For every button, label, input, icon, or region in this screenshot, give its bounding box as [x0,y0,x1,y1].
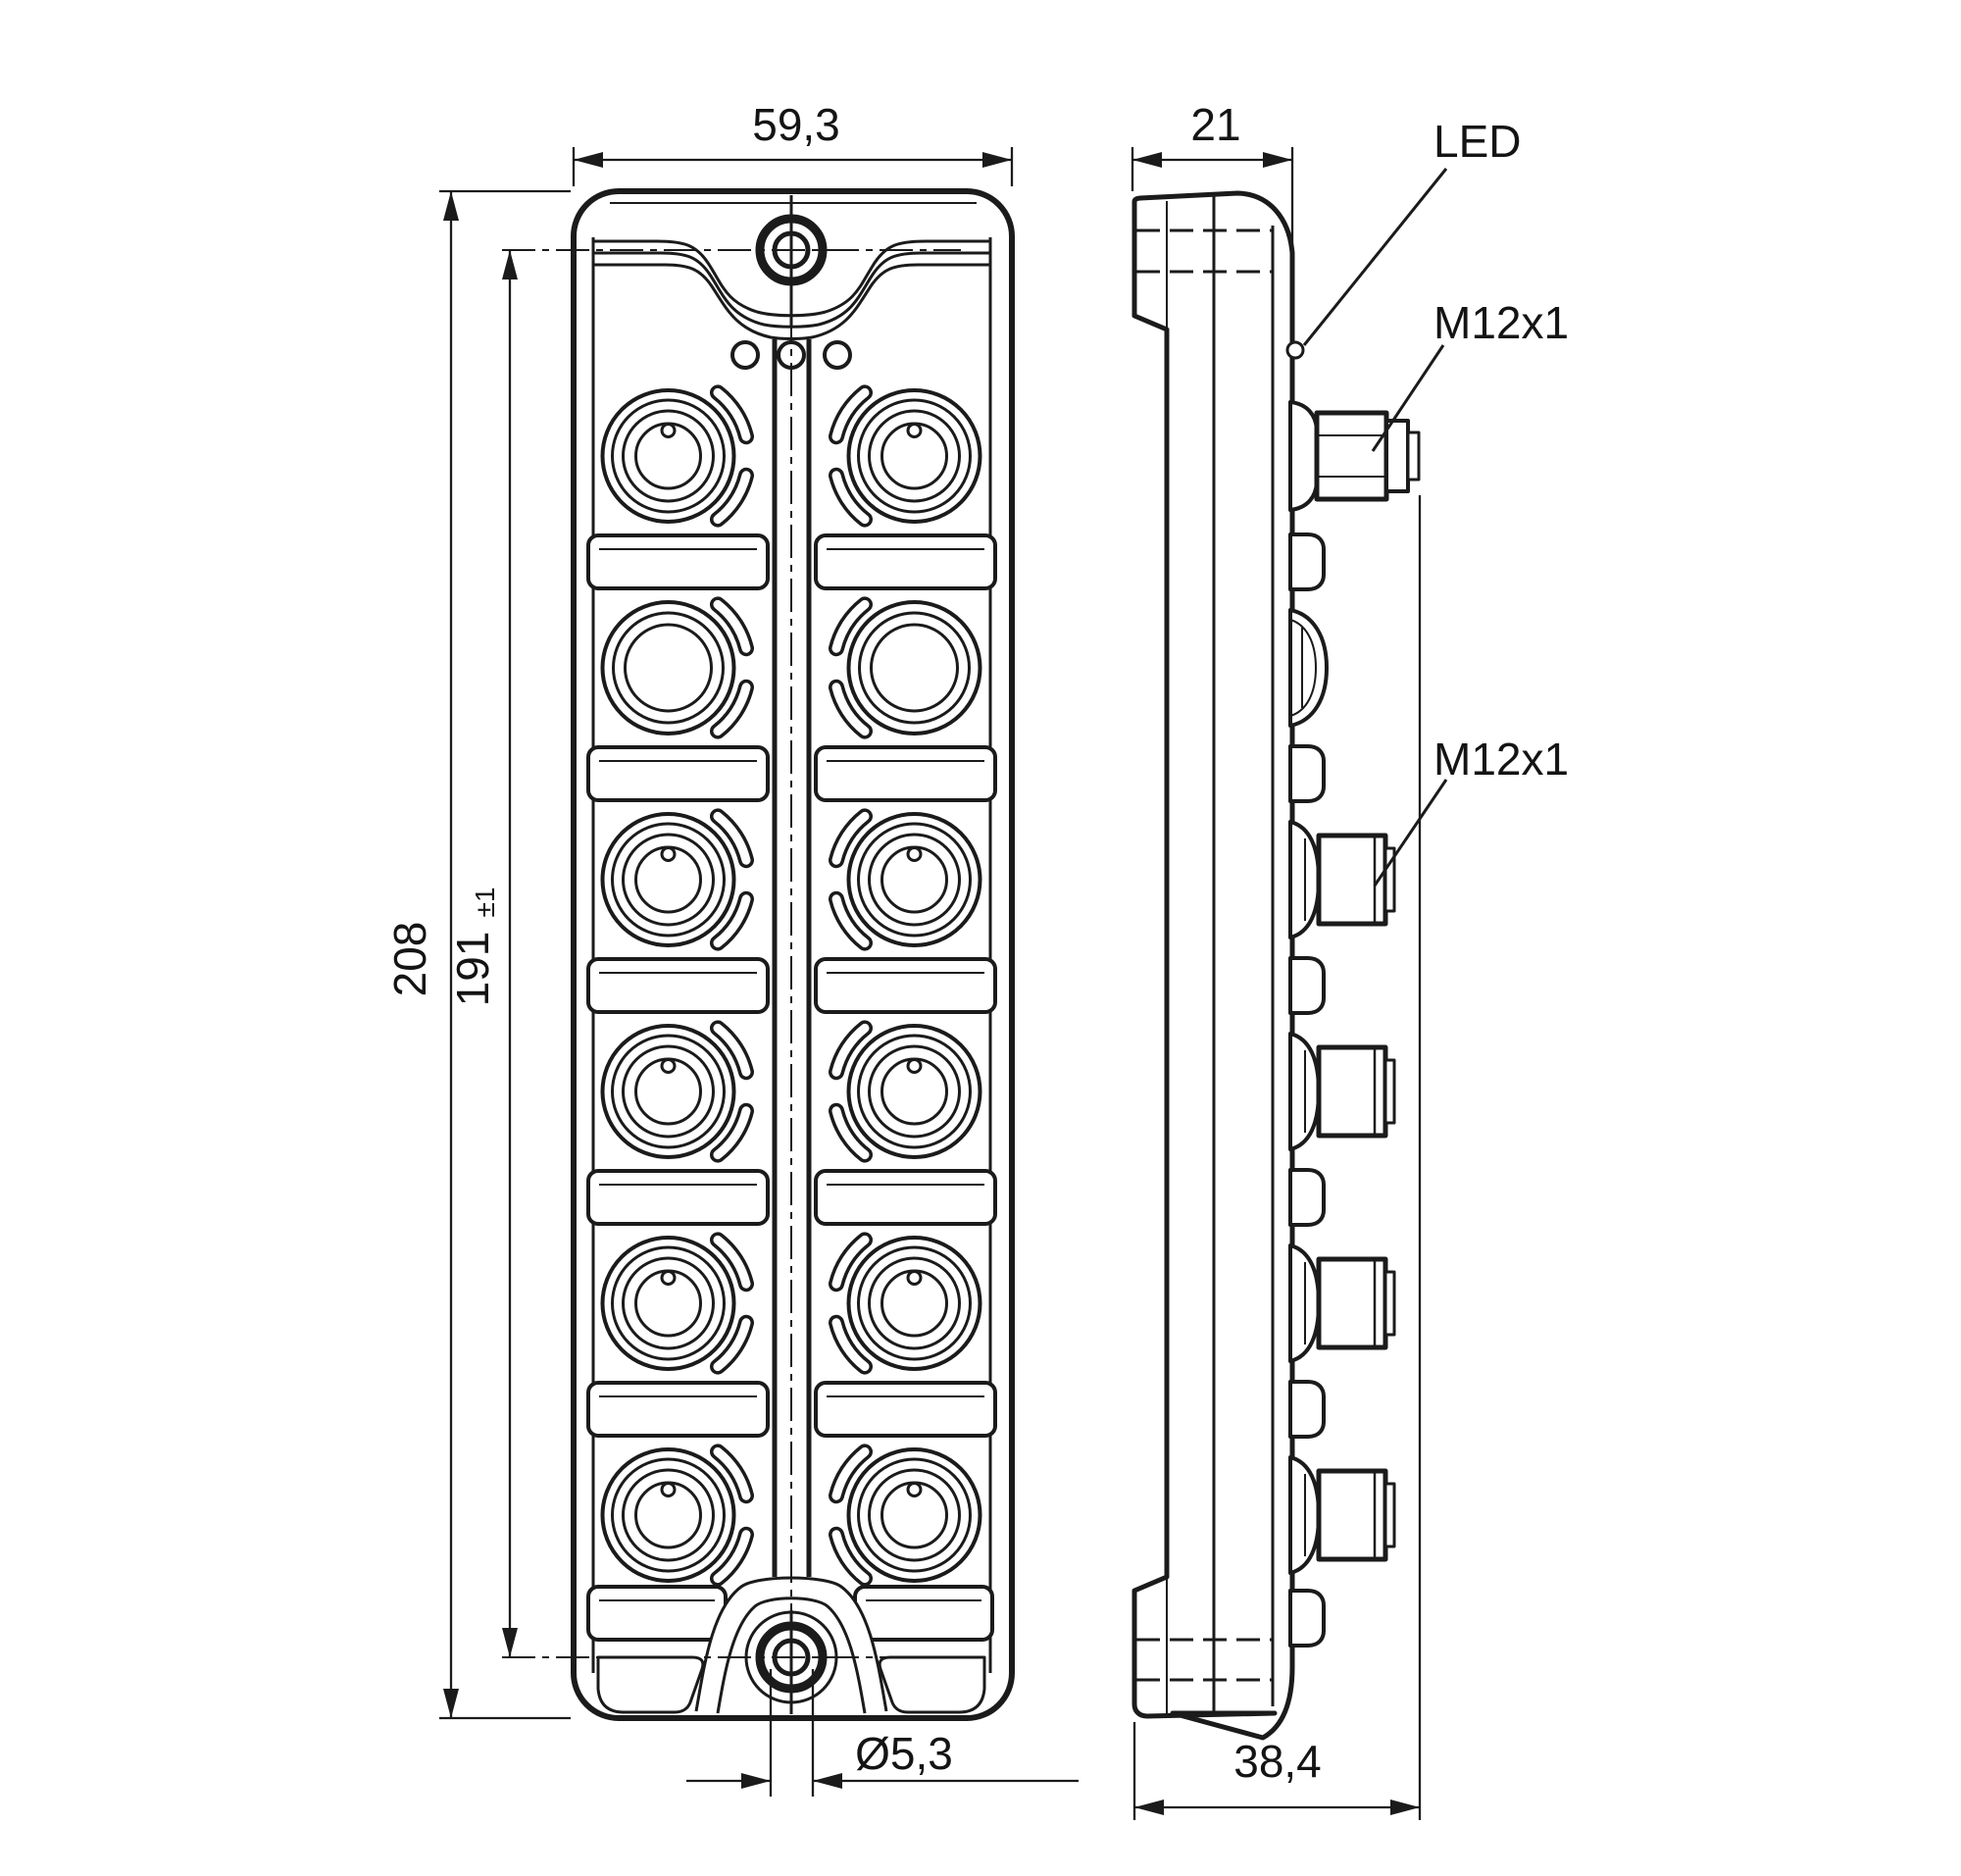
side-connector-row-4 [1290,1034,1394,1149]
callout-led: LED [1302,116,1521,346]
led-dot-3 [823,340,852,370]
dim-hole-diameter-label: Ø5,3 [855,1728,953,1779]
dim-front-width-label: 59,3 [752,99,840,150]
dim-overall-height-label: 208 [384,922,435,997]
side-connector-row-6 [1290,1457,1394,1573]
dim-hole-diameter: Ø5,3 [686,1669,1079,1797]
dim-hole-tolerance-label: ±1 [470,887,500,918]
callout-m12-top: M12x1 [1371,297,1569,452]
side-band-bump-4 [1288,1168,1326,1227]
side-connector-row-2 [1288,608,1329,728]
dim-side-depth: 21 [1131,99,1294,251]
dim-hole-spacing-label: 191 [447,932,498,1007]
led-indicators [730,340,852,370]
led-dot-1 [730,340,760,370]
side-band-bump-3 [1288,956,1326,1015]
dim-hole-spacing: 191 ±1 [447,250,518,1657]
callout-led-label: LED [1433,116,1521,167]
side-connector-row-5 [1290,1245,1394,1361]
callout-m12-side-label: M12x1 [1433,734,1569,785]
callout-m12-side: M12x1 [1373,734,1569,887]
callout-m12-top-label: M12x1 [1433,297,1569,348]
side-band-bump-2 [1288,744,1326,803]
front-view [502,188,1015,1721]
side-band-bump-6 [1288,1589,1326,1648]
dim-side-depth-label: 21 [1190,99,1240,150]
center-channel [772,339,812,1577]
dim-front-width: 59,3 [572,99,1014,186]
hidden-edges [1136,228,1273,1682]
side-band-bump-1 [1288,532,1326,591]
dimensions: 59,3 21 208 191 ±1 [384,99,1569,1820]
dim-side-total-depth-label: 38,4 [1233,1736,1322,1787]
dim-side-total-depth: 38,4 [1132,495,1422,1820]
side-band-bump-5 [1288,1380,1326,1439]
dim-overall-height: 208 [384,189,571,1720]
led-dome-side [1285,340,1305,360]
side-view [1131,190,1421,1741]
side-connector-row-1 [1288,400,1421,512]
